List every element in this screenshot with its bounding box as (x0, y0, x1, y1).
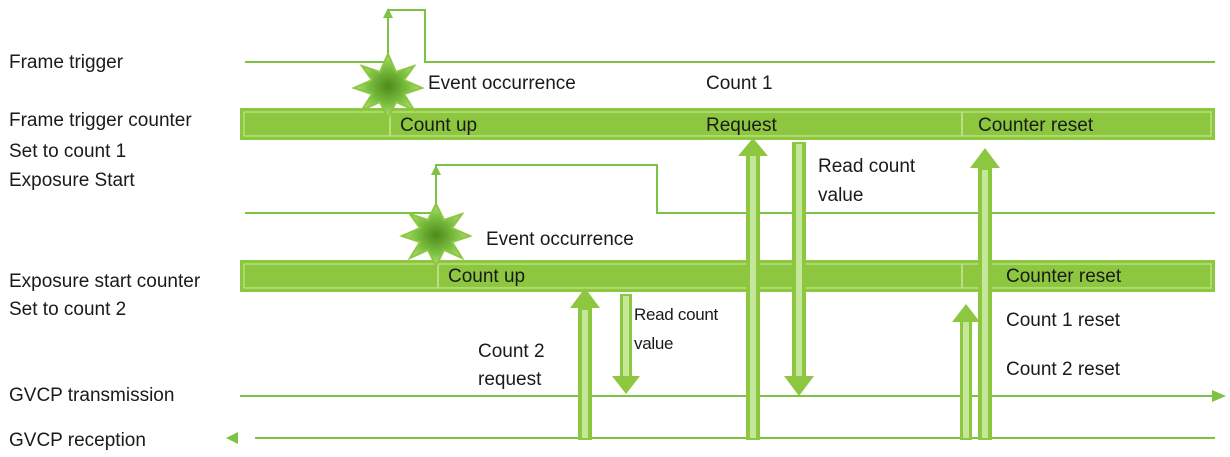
gvcp-reception-arrowhead (226, 432, 238, 444)
counter-reset-1-arrow (970, 148, 1000, 440)
exposure-start-counter-bar (240, 260, 1215, 292)
exposure-start-rise-arrow (431, 165, 441, 175)
count-2-reset-label: Count 2 reset (1006, 359, 1121, 380)
event-starburst-1 (351, 51, 425, 121)
counter-reset-2-label: Counter reset (1006, 266, 1122, 287)
event-occurrence-1-label: Event occurrence (428, 73, 576, 94)
exposure-start-counter-label: Exposure start counter (9, 271, 201, 292)
gvcp-transmission-arrowhead (1212, 390, 1226, 402)
read-count-value-2-line2: value (634, 334, 674, 353)
count-1-request-arrow (738, 138, 768, 440)
counter-reset-1-label: Counter reset (978, 115, 1094, 136)
event-starburst-2 (399, 201, 473, 269)
count-1-label: Count 1 (706, 73, 773, 94)
frame-trigger-counter-label: Frame trigger counter (9, 110, 192, 131)
frame-trigger-label: Frame trigger (9, 52, 124, 73)
frame-trigger-waveform (245, 9, 1215, 63)
exposure-start-waveform (245, 164, 1215, 214)
count-2-request-line1: Count 2 (478, 341, 545, 362)
event-occurrence-2-label: Event occurrence (486, 229, 634, 250)
gvcp-transmission-label: GVCP transmission (9, 385, 175, 406)
request-label: Request (706, 115, 777, 136)
count-up-2-label: Count up (448, 266, 526, 287)
count-2-request-line2: request (478, 369, 542, 390)
exposure-counter-set-label: Set to count 2 (9, 299, 127, 320)
counter-reset-2-arrow (952, 304, 980, 440)
frame-counter-set-label: Set to count 1 (9, 141, 127, 162)
count-up-1-label: Count up (400, 115, 478, 136)
count-1-reset-label: Count 1 reset (1006, 310, 1121, 331)
gvcp-reception-label: GVCP reception (9, 430, 146, 451)
count-2-request-arrow (570, 288, 600, 440)
frame-trigger-rise-arrow (383, 8, 393, 18)
read-count-value-2-arrow (612, 294, 640, 394)
frame-trigger-counter-bar (240, 108, 1215, 140)
read-count-value-1-arrow (784, 142, 814, 396)
read-count-value-1-line1: Read count (818, 156, 916, 177)
exposure-start-label: Exposure Start (9, 170, 135, 191)
read-count-value-2-line1: Read count (634, 305, 718, 324)
read-count-value-1-line2: value (818, 185, 864, 206)
